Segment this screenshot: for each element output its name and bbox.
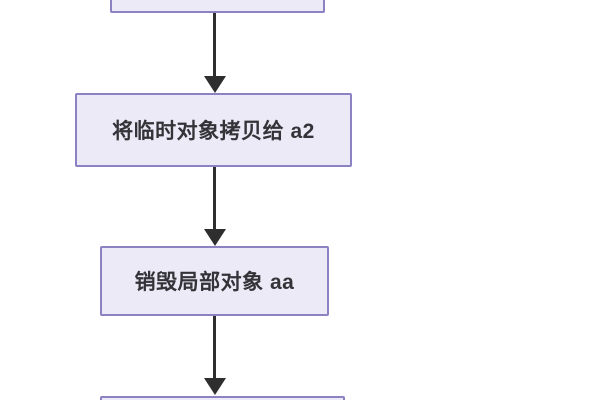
edge-line-prev-to-copy <box>213 13 216 77</box>
edge-line-destroy-to-next <box>213 316 216 379</box>
arrowhead-icon <box>204 378 226 395</box>
flow-node-destroy-local-aa: 销毁局部对象 aa <box>100 246 329 316</box>
arrowhead-icon <box>204 229 226 246</box>
flow-node-next-step <box>100 396 345 400</box>
edge-line-copy-to-destroy <box>213 167 216 230</box>
flow-node-label: 销毁局部对象 aa <box>134 271 295 294</box>
flow-node-copy-temp-to-a2: 将临时对象拷贝给 a2 <box>75 93 352 167</box>
arrowhead-icon <box>204 76 226 93</box>
flow-node-prev-step <box>110 0 325 13</box>
flow-node-label: 将临时对象拷贝给 a2 <box>112 120 315 143</box>
